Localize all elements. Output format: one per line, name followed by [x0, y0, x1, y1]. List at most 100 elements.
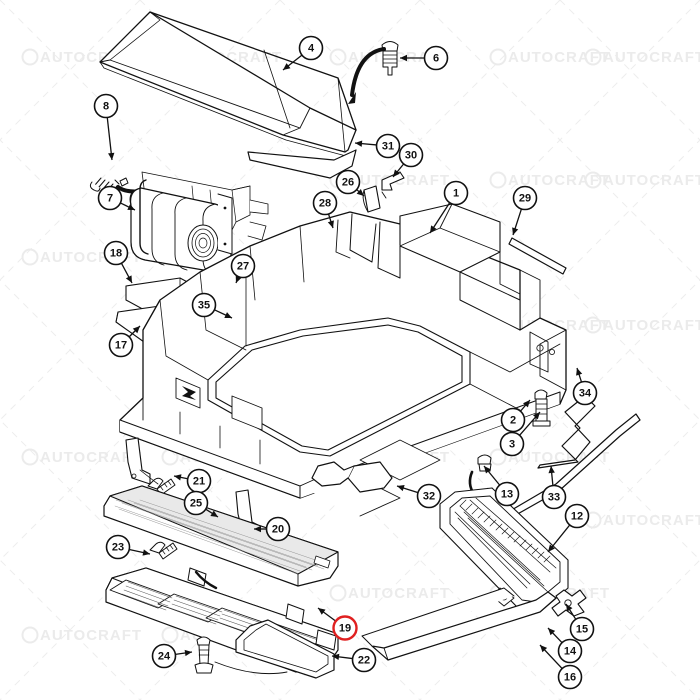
leader-line [106, 117, 113, 161]
callout-bubble[interactable] [500, 407, 526, 433]
callout-bubble[interactable] [265, 516, 291, 542]
part-31-seal-strip [247, 149, 357, 179]
callout-number: 23 [112, 542, 124, 554]
callout-23[interactable]: 23 [105, 534, 151, 560]
callout-3[interactable]: 3 [499, 411, 541, 457]
callout-bubble[interactable] [494, 481, 520, 507]
leader-arrowhead [132, 326, 140, 334]
part-26-wedge [362, 185, 381, 213]
callout-27[interactable]: 27 [230, 253, 256, 284]
callout-4[interactable]: 4 [282, 35, 324, 71]
callout-33[interactable]: 33 [541, 465, 567, 510]
callout-bubble[interactable] [375, 133, 401, 159]
leader-arrowhead [327, 220, 334, 228]
ring-logo-icon [584, 48, 602, 66]
callout-bubble[interactable] [443, 180, 469, 206]
leader-arrowhead [576, 368, 583, 376]
callout-number: 8 [103, 101, 109, 113]
part-14-channel-rail [361, 587, 557, 661]
callout-bubble[interactable] [557, 664, 583, 690]
callout-layer: 1234678121314151617181920212223242526272… [93, 35, 598, 690]
callout-bubble[interactable] [416, 483, 442, 509]
callout-17[interactable]: 17 [108, 325, 141, 358]
callout-bubble[interactable] [335, 169, 361, 195]
part-core-upper [103, 485, 339, 587]
callout-bubble[interactable] [557, 638, 583, 664]
callout-6[interactable]: 6 [400, 45, 449, 71]
watermark-text: AUTOCRAFT [508, 49, 610, 66]
part-1-main-housing [119, 203, 567, 517]
callout-number: 17 [115, 340, 127, 352]
leader-arrowhead [283, 63, 291, 70]
callout-bubble[interactable] [312, 190, 338, 216]
callout-21[interactable]: 21 [173, 468, 212, 494]
callout-bubble[interactable] [499, 431, 525, 457]
callout-number: 21 [193, 476, 205, 488]
callout-bubble[interactable] [108, 332, 134, 358]
callout-8[interactable]: 8 [93, 93, 119, 161]
part-bracket-left-a [125, 437, 151, 485]
callout-24[interactable]: 24 [151, 643, 193, 669]
callout-2[interactable]: 2 [500, 399, 531, 433]
callout-number: 33 [548, 492, 560, 504]
callout-number: 25 [190, 498, 202, 510]
callout-bubble[interactable] [97, 185, 123, 211]
callout-bubble[interactable] [572, 380, 598, 406]
callout-number: 30 [405, 150, 417, 162]
callout-bubble[interactable] [298, 35, 324, 61]
callout-31[interactable]: 31 [354, 133, 401, 159]
leader-arrowhead [532, 412, 540, 420]
callout-20[interactable]: 20 [254, 516, 291, 542]
watermark: AUTOCRAFT [584, 511, 700, 529]
callout-35[interactable]: 35 [191, 292, 233, 319]
callout-bubble[interactable] [569, 616, 595, 642]
callout-16[interactable]: 16 [539, 644, 583, 690]
callout-29[interactable]: 29 [512, 185, 538, 236]
callout-1[interactable]: 1 [429, 180, 469, 234]
callout-28[interactable]: 28 [312, 190, 338, 229]
leader-arrowhead [127, 204, 135, 210]
callout-bubble[interactable] [564, 503, 590, 529]
callout-bubble[interactable] [230, 253, 256, 279]
callout-bubble[interactable] [398, 142, 424, 168]
callout-22[interactable]: 22 [331, 647, 377, 673]
callout-number: 1 [453, 188, 459, 200]
leader-arrowhead [540, 645, 548, 653]
ring-logo-icon [21, 448, 39, 466]
callout-bubble[interactable] [512, 185, 538, 211]
callout-25[interactable]: 25 [183, 490, 219, 518]
leader-arrowhead [332, 653, 340, 661]
callout-30[interactable]: 30 [392, 142, 424, 178]
callout-bubble[interactable] [332, 615, 358, 641]
watermark: AUTOCRAFT [584, 316, 700, 334]
callout-13[interactable]: 13 [483, 465, 520, 507]
callout-bubble[interactable] [105, 534, 131, 560]
callout-number: 27 [237, 261, 249, 273]
leader-arrowhead [393, 169, 400, 177]
callout-15[interactable]: 15 [565, 603, 595, 642]
callout-bubble[interactable] [103, 240, 129, 266]
callout-14[interactable]: 14 [547, 627, 583, 664]
callout-bubble[interactable] [191, 292, 217, 318]
callout-bubble[interactable] [183, 490, 209, 516]
callout-19[interactable]: 19 [317, 607, 358, 641]
callout-18[interactable]: 18 [103, 240, 133, 284]
leader-arrowhead [184, 649, 192, 657]
leader-arrowhead [356, 188, 364, 196]
watermark-text: AUTOCRAFT [508, 172, 610, 189]
ring-logo-icon [584, 316, 602, 334]
callout-bubble[interactable] [541, 484, 567, 510]
callout-32[interactable]: 32 [396, 483, 442, 509]
callout-26[interactable]: 26 [335, 169, 365, 197]
callout-bubble[interactable] [151, 643, 177, 669]
callout-34[interactable]: 34 [572, 367, 598, 406]
callout-bubble[interactable] [423, 45, 449, 71]
ring-logo-icon [489, 171, 507, 189]
callout-bubble[interactable] [93, 93, 119, 119]
callout-12[interactable]: 12 [547, 503, 590, 553]
callout-bubble[interactable] [351, 647, 377, 673]
callout-number: 15 [576, 624, 588, 636]
callout-7[interactable]: 7 [97, 185, 136, 211]
